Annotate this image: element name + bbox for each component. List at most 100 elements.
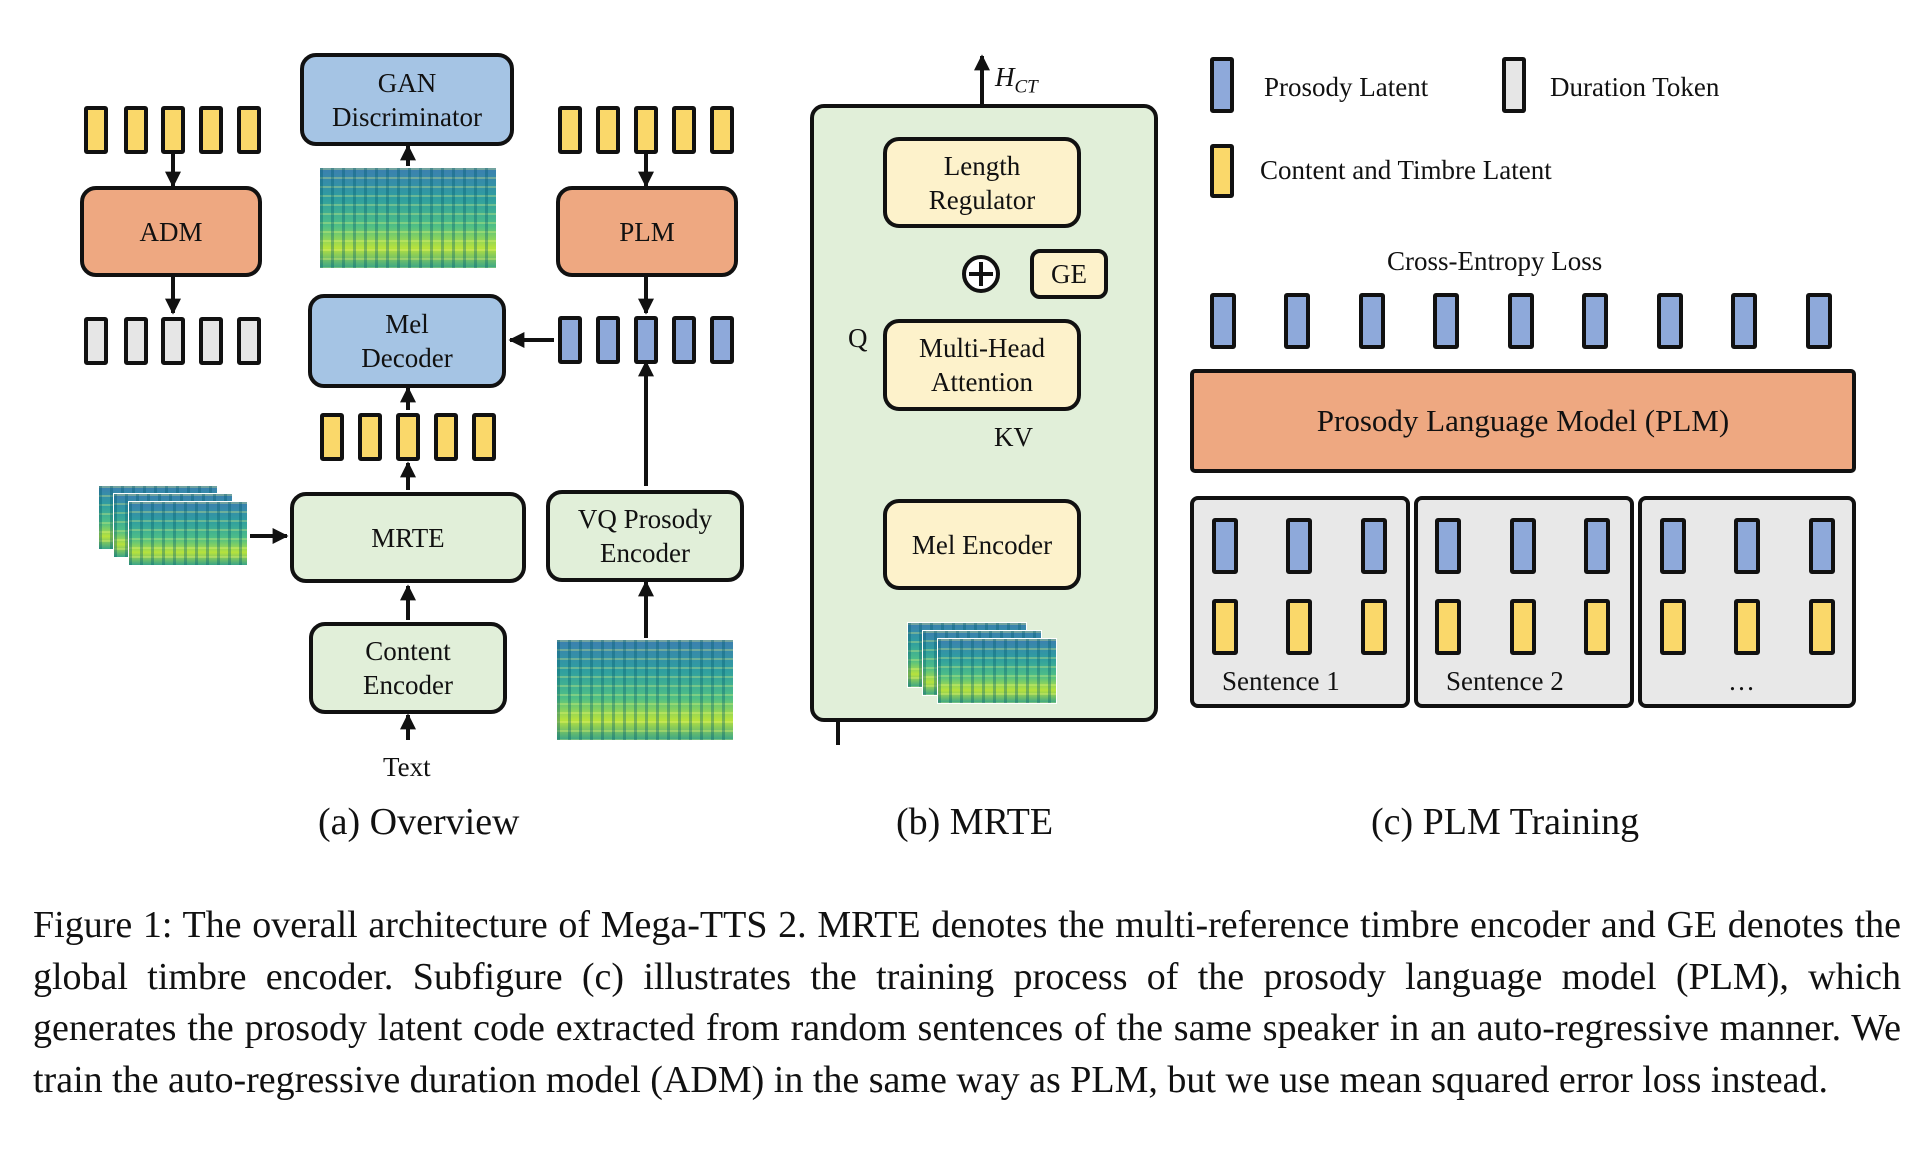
prosody-token: [1510, 518, 1536, 574]
content-token: [124, 106, 148, 154]
hct-output-label: HCT: [995, 62, 1038, 98]
prosody-token: [1660, 518, 1686, 574]
content-token: [1286, 599, 1312, 655]
duration-token: [124, 317, 148, 365]
adm-label: ADM: [139, 216, 203, 247]
prosody-language-model-label: Prosody Language Model (PLM): [1316, 403, 1730, 438]
content-timbre-legend-label: Content and Timbre Latent: [1260, 155, 1552, 185]
content-token: [396, 413, 420, 461]
prosody-latent-legend-swatch: [1210, 57, 1234, 113]
duration-token-legend-swatch: [1502, 57, 1526, 113]
ge-label: GE: [1051, 259, 1087, 289]
content-token: [199, 106, 223, 154]
prosody-token: [1286, 518, 1312, 574]
duration-token: [199, 317, 223, 365]
length-regulator-block: Length Regulator: [883, 137, 1081, 228]
kv-label: KV: [994, 422, 1033, 452]
plm-label: PLM: [619, 216, 675, 247]
prosody-token: [672, 316, 696, 364]
content-token: [634, 106, 658, 154]
mel-decoder-label: Mel Decoder: [361, 309, 453, 373]
content-token: [558, 106, 582, 154]
content-token: [237, 106, 261, 154]
content-token: [434, 413, 458, 461]
multi-head-attention-block: Multi-Head Attention: [883, 319, 1081, 411]
content-token: [596, 106, 620, 154]
prosody-token: [1657, 293, 1683, 349]
content-token: [1435, 599, 1461, 655]
prosody-token: [710, 316, 734, 364]
prosody-spectrogram: [557, 640, 733, 740]
gan-discriminator-block: GAN Discriminator: [300, 53, 514, 146]
content-token: [1510, 599, 1536, 655]
prosody-token: [1210, 293, 1236, 349]
mel-encoder-label: Mel Encoder: [911, 529, 1053, 560]
prosody-token: [1582, 293, 1608, 349]
duration-token: [84, 317, 108, 365]
subfigure-b-caption: (b) MRTE: [896, 801, 1054, 843]
prosody-language-model-block: Prosody Language Model (PLM): [1190, 369, 1856, 473]
content-token: [1361, 599, 1387, 655]
content-token: [1584, 599, 1610, 655]
architecture-figure: ADM GAN Discriminator Mel Decoder MRTE C…: [80, 53, 1856, 843]
reference-spectrogram: [128, 501, 248, 566]
sentence-1-label: Sentence 1: [1222, 666, 1340, 696]
prosody-token: [1809, 518, 1835, 574]
adm-block: ADM: [80, 186, 262, 277]
content-token: [1809, 599, 1835, 655]
sentence-2-label: Sentence 2: [1446, 666, 1564, 696]
prosody-token: [1433, 293, 1459, 349]
subfigure-a-caption: (a) Overview: [318, 801, 520, 843]
q-label: Q: [848, 323, 868, 353]
content-token: [84, 106, 108, 154]
prosody-token: [1584, 518, 1610, 574]
mel-encoder-block: Mel Encoder: [883, 499, 1081, 590]
ge-block: GE: [1030, 249, 1108, 299]
reference-spectrogram: [937, 638, 1057, 704]
vq-prosody-encoder-label: VQ Prosody Encoder: [577, 504, 713, 568]
prosody-token: [634, 316, 658, 364]
prosody-token: [558, 316, 582, 364]
duration-token: [161, 317, 185, 365]
plm-block: PLM: [556, 186, 738, 277]
content-token: [710, 106, 734, 154]
content-token: [320, 413, 344, 461]
prosody-token: [1734, 518, 1760, 574]
length-regulator-label: Length Regulator: [928, 150, 1036, 215]
prosody-token: [1806, 293, 1832, 349]
content-token: [672, 106, 696, 154]
content-token: [1660, 599, 1686, 655]
content-encoder-block: Content Encoder: [309, 622, 507, 714]
add-operator-icon: [962, 255, 1000, 293]
text-input-label: Text: [383, 752, 431, 782]
prosody-token: [1731, 293, 1757, 349]
sentence-more-label: …: [1728, 666, 1755, 696]
content-timbre-legend-swatch: [1210, 144, 1234, 198]
subfigure-c-caption: (c) PLM Training: [1371, 801, 1640, 843]
duration-token: [237, 317, 261, 365]
prosody-token: [1361, 518, 1387, 574]
gan-discriminator-label: GAN Discriminator: [332, 67, 482, 132]
prosody-token: [1435, 518, 1461, 574]
mel-decoder-block: Mel Decoder: [308, 294, 506, 388]
prosody-token: [1508, 293, 1534, 349]
content-token: [161, 106, 185, 154]
prosody-token: [1359, 293, 1385, 349]
prosody-token: [1284, 293, 1310, 349]
prosody-token: [1212, 518, 1238, 574]
mrte-block: MRTE: [290, 492, 526, 583]
figure-caption: Figure 1: The overall architecture of Me…: [33, 904, 1901, 1101]
content-token: [1212, 599, 1238, 655]
content-token: [1734, 599, 1760, 655]
duration-token-legend-label: Duration Token: [1550, 72, 1720, 102]
vq-prosody-encoder-block: VQ Prosody Encoder: [546, 490, 744, 582]
content-token: [472, 413, 496, 461]
multi-head-attention-label: Multi-Head Attention: [919, 333, 1045, 397]
mel-spectrogram-output: [320, 168, 496, 268]
mrte-label: MRTE: [371, 522, 445, 553]
prosody-token: [596, 316, 620, 364]
content-encoder-label: Content Encoder: [363, 636, 453, 700]
content-token: [358, 413, 382, 461]
cross-entropy-loss-label: Cross-Entropy Loss: [1387, 246, 1603, 276]
prosody-latent-legend-label: Prosody Latent: [1264, 72, 1429, 102]
